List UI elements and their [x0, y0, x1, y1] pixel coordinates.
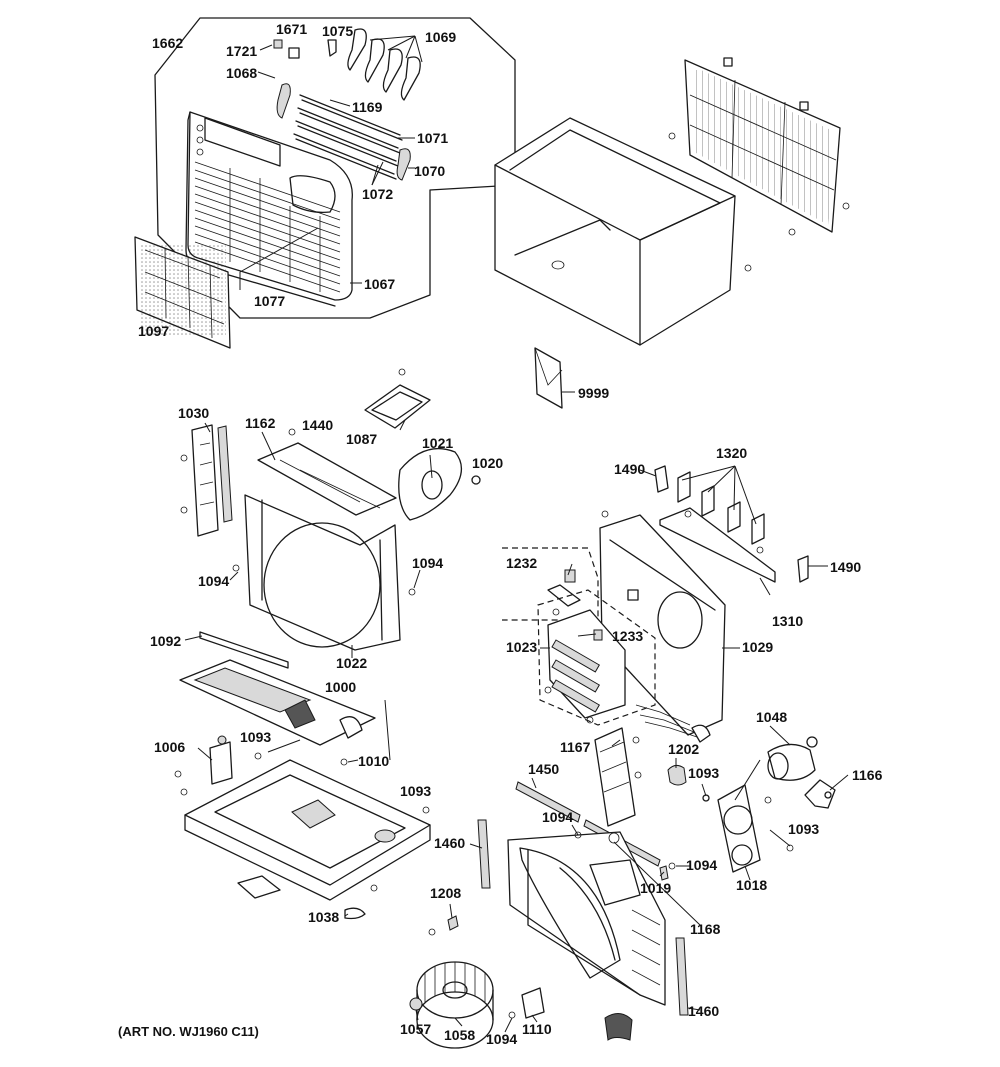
label-1110: 1110 — [522, 1021, 552, 1037]
label-1068: 1068 — [226, 65, 257, 81]
label-1067: 1067 — [364, 276, 395, 292]
label-1094-a: 1094 — [198, 573, 229, 589]
label-1490-a: 1490 — [614, 461, 645, 477]
label-1093-b: 1093 — [400, 783, 431, 799]
label-1030: 1030 — [178, 405, 209, 421]
label-1169: 1169 — [352, 99, 383, 115]
label-1023: 1023 — [506, 639, 537, 655]
evaporator-section — [174, 368, 481, 920]
label-1094-b: 1094 — [412, 555, 443, 571]
label-1018: 1018 — [736, 877, 767, 893]
label-1019: 1019 — [640, 880, 671, 896]
label-1094-e: 1094 — [486, 1031, 517, 1047]
label-1440: 1440 — [302, 417, 333, 433]
label-1671: 1671 — [276, 21, 307, 37]
label-1094-d: 1094 — [686, 857, 717, 873]
label-1058: 1058 — [444, 1027, 475, 1043]
label-1094-c: 1094 — [542, 809, 573, 825]
label-1310: 1310 — [772, 613, 803, 629]
label-1208: 1208 — [430, 885, 461, 901]
label-1072: 1072 — [362, 186, 393, 202]
label-1162: 1162 — [245, 415, 276, 431]
label-1022: 1022 — [336, 655, 367, 671]
cabinet-case — [494, 117, 736, 346]
label-1020: 1020 — [472, 455, 503, 471]
label-1075: 1075 — [322, 23, 353, 39]
leader-lines — [184, 35, 849, 1033]
label-1721: 1721 — [226, 43, 257, 59]
label-1093-c: 1093 — [688, 765, 719, 781]
label-1021: 1021 — [422, 435, 453, 451]
label-1093-a: 1093 — [240, 729, 271, 745]
label-1097: 1097 — [138, 323, 169, 339]
label-1168: 1168 — [690, 921, 721, 937]
label-1092: 1092 — [150, 633, 181, 649]
label-1038: 1038 — [308, 909, 339, 925]
control-section — [502, 465, 836, 873]
front-grille-assembly — [134, 17, 516, 349]
label-1070: 1070 — [414, 163, 445, 179]
label-1450: 1450 — [528, 761, 559, 777]
part-number-labels: 1662 1671 1075 1069 1721 1068 1169 1071 … — [138, 21, 883, 1047]
label-1000: 1000 — [325, 679, 356, 695]
label-1069: 1069 — [425, 29, 456, 45]
label-1048: 1048 — [756, 709, 787, 725]
label-1662: 1662 — [152, 35, 183, 51]
label-1166: 1166 — [852, 767, 883, 783]
label-1167: 1167 — [560, 739, 591, 755]
label-1071: 1071 — [417, 130, 448, 146]
label-1320: 1320 — [716, 445, 747, 461]
label-1202: 1202 — [668, 741, 699, 757]
label-1233: 1233 — [612, 628, 643, 644]
label-1093-d: 1093 — [788, 821, 819, 837]
label-1460-b: 1460 — [688, 1003, 719, 1019]
label-1010: 1010 — [358, 753, 389, 769]
label-1460-a: 1460 — [434, 835, 465, 851]
label-1029: 1029 — [742, 639, 773, 655]
label-1232: 1232 — [506, 555, 537, 571]
label-1490-b: 1490 — [830, 559, 861, 575]
label-9999: 9999 — [578, 385, 609, 401]
label-1077: 1077 — [254, 293, 285, 309]
label-1006: 1006 — [154, 739, 185, 755]
art-number: (ART NO. WJ1960 C11) — [118, 1024, 259, 1039]
condenser-section — [409, 781, 689, 1049]
instruction-manual — [534, 347, 563, 409]
label-1087: 1087 — [346, 431, 377, 447]
label-1057: 1057 — [400, 1021, 431, 1037]
